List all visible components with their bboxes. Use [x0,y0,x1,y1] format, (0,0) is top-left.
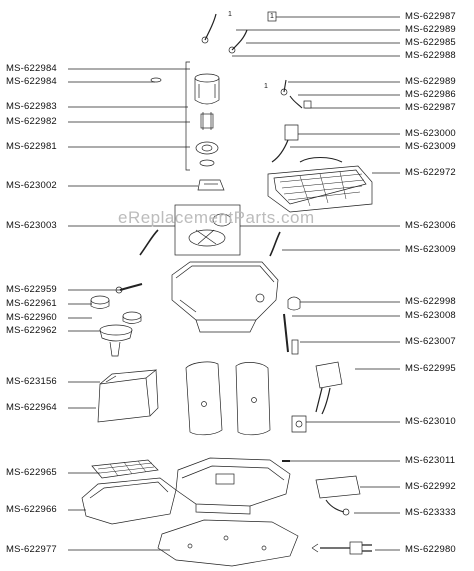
part-label[interactable]: MS-622972 [405,167,456,178]
part-label[interactable]: MS-623002 [6,180,57,191]
part-label[interactable]: MS-622989 [405,24,456,35]
part-label[interactable]: MS-623006 [405,220,456,231]
part-label[interactable]: MS-622980 [405,544,456,555]
part-label[interactable]: MS-622984 [6,63,57,74]
part-label[interactable]: MS-622982 [6,116,57,127]
right-leader-lines [232,16,400,551]
part-label[interactable]: MS-623007 [405,336,456,347]
part-label[interactable]: MS-623000 [405,128,456,139]
callout-mark: 1 [270,13,275,20]
part-label[interactable]: MS-622981 [6,141,57,152]
part-label[interactable]: MS-622987 [405,11,456,22]
part-label[interactable]: MS-623156 [6,376,57,387]
part-label[interactable]: MS-622984 [6,76,57,87]
part-label[interactable]: MS-622964 [6,402,57,413]
part-label[interactable]: MS-622986 [405,89,456,100]
part-label[interactable]: MS-622965 [6,467,57,478]
left-leader-lines [68,68,198,551]
watermark: eReplacementParts.com [118,208,315,227]
part-label[interactable]: MS-623010 [405,416,456,427]
part-label[interactable]: MS-622959 [6,284,57,295]
callout-mark: 1 [264,83,269,90]
part-label[interactable]: MS-622983 [6,101,57,112]
part-label[interactable]: MS-622995 [405,363,456,374]
part-label[interactable]: MS-623333 [405,507,456,518]
part-label[interactable]: MS-623009 [405,141,456,152]
part-label[interactable]: MS-622961 [6,298,57,309]
part-label[interactable]: MS-622962 [6,325,57,336]
part-label[interactable]: MS-623008 [405,310,456,321]
part-label[interactable]: MS-622987 [405,102,456,113]
part-label[interactable]: MS-622992 [405,481,456,492]
part-label[interactable]: MS-623003 [6,220,57,231]
part-label[interactable]: MS-622988 [405,50,456,61]
part-label[interactable]: MS-622960 [6,312,57,323]
part-label[interactable]: MS-622998 [405,296,456,307]
part-label[interactable]: MS-622966 [6,504,57,515]
part-label[interactable]: MS-622989 [405,76,456,87]
callout-mark: 1 [228,11,233,18]
part-label[interactable]: MS-623011 [405,455,456,466]
part-label[interactable]: MS-622985 [405,37,456,48]
part-label[interactable]: MS-622977 [6,544,57,555]
part-label[interactable]: MS-623009 [405,244,456,255]
